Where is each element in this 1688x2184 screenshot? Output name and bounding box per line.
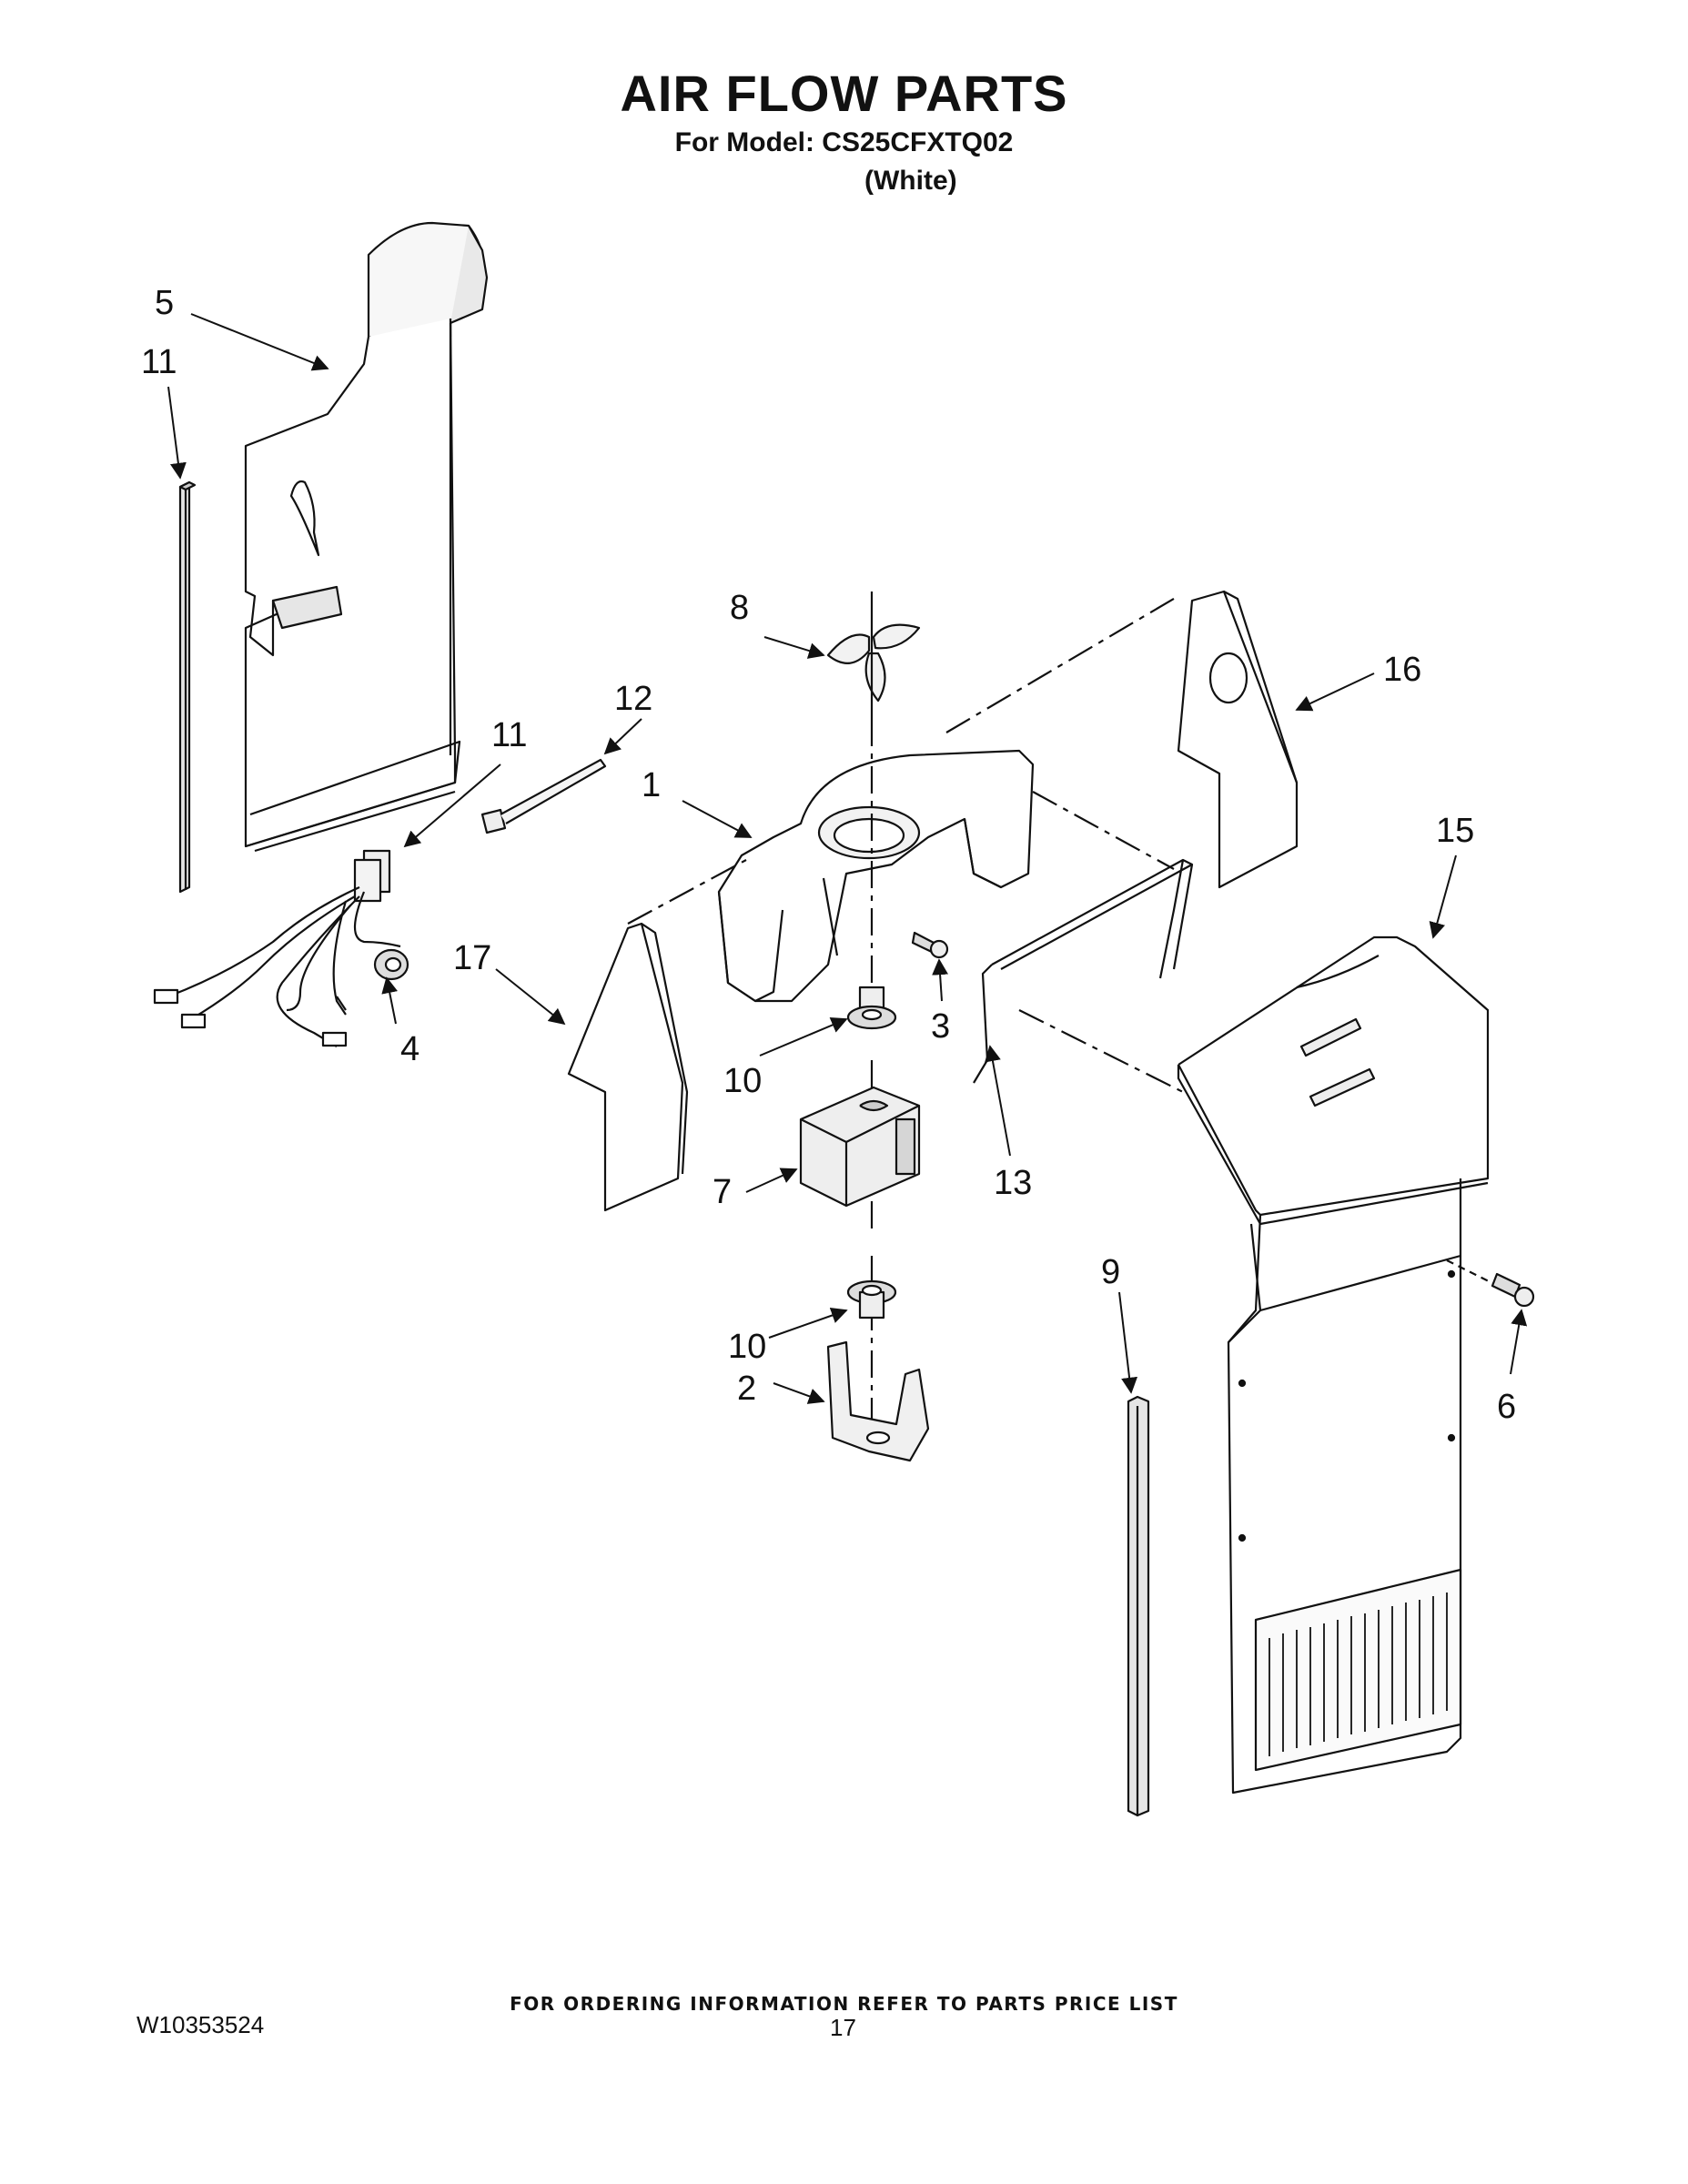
- callout-14: 12: [614, 680, 652, 718]
- callout-10-upper: 10: [723, 1062, 762, 1100]
- callout-12: 11: [491, 716, 527, 754]
- color-line: (White): [864, 166, 957, 196]
- part-2-motor-bracket: [826, 1340, 930, 1462]
- part-3-screw: [911, 931, 949, 959]
- callout-10-lower: 10: [728, 1328, 766, 1366]
- page-title: AIR FLOW PARTS: [620, 65, 1068, 122]
- callout-11: 11: [141, 343, 177, 381]
- callout-2: 2: [737, 1370, 756, 1408]
- callout-3: 3: [931, 1007, 950, 1046]
- part-13-wire-rack: [973, 858, 1194, 1084]
- callout-7: 7: [713, 1173, 732, 1211]
- callout-4: 4: [400, 1030, 419, 1068]
- callout-1: 1: [642, 766, 661, 804]
- alignment-lines: [627, 595, 1184, 1093]
- part-11-foam-strip: [178, 480, 197, 894]
- part-8-fan-blade: [826, 592, 921, 719]
- callout-13: 13: [994, 1164, 1032, 1202]
- callout-16: 16: [1383, 651, 1421, 689]
- callout-15: 15: [1436, 812, 1474, 850]
- part-10-upper-bushing: [846, 986, 897, 1030]
- document-number: W10353524: [136, 2011, 265, 2038]
- part-15-evaporator-cover: [1177, 935, 1490, 1795]
- callout-leaders: [167, 313, 1528, 1404]
- page-number: 17: [830, 2014, 856, 2041]
- part-7-motor: [799, 1060, 921, 1228]
- callout-labels: 5 11 8 16 12 11 1 15 17 3 4 10 13 7 9 10…: [141, 284, 1516, 1426]
- part-12-wire-harness: [153, 849, 401, 1047]
- callout-17: 17: [453, 939, 491, 977]
- ordering-note: FOR ORDERING INFORMATION REFER TO PARTS …: [510, 1993, 1178, 2015]
- part-9-foam-strip: [1127, 1395, 1150, 1817]
- part-10-lower-bushing: [846, 1279, 897, 1320]
- part-5-air-duct: [244, 221, 489, 853]
- callout-9: 9: [1101, 1253, 1120, 1291]
- callout-5: 5: [155, 284, 174, 322]
- model-line: For Model: CS25CFXTQ02: [674, 127, 1014, 157]
- callout-6: 6: [1497, 1388, 1516, 1426]
- part-6-screw: [1446, 1259, 1535, 1308]
- callout-8: 8: [730, 589, 749, 627]
- part-1-fan-housing: [717, 749, 1035, 1003]
- part-17-foam-block: [567, 922, 689, 1212]
- part-16-foam-block: [1177, 590, 1299, 889]
- part-14-cable-tie: [480, 758, 607, 834]
- part-4-grommet: [373, 948, 409, 981]
